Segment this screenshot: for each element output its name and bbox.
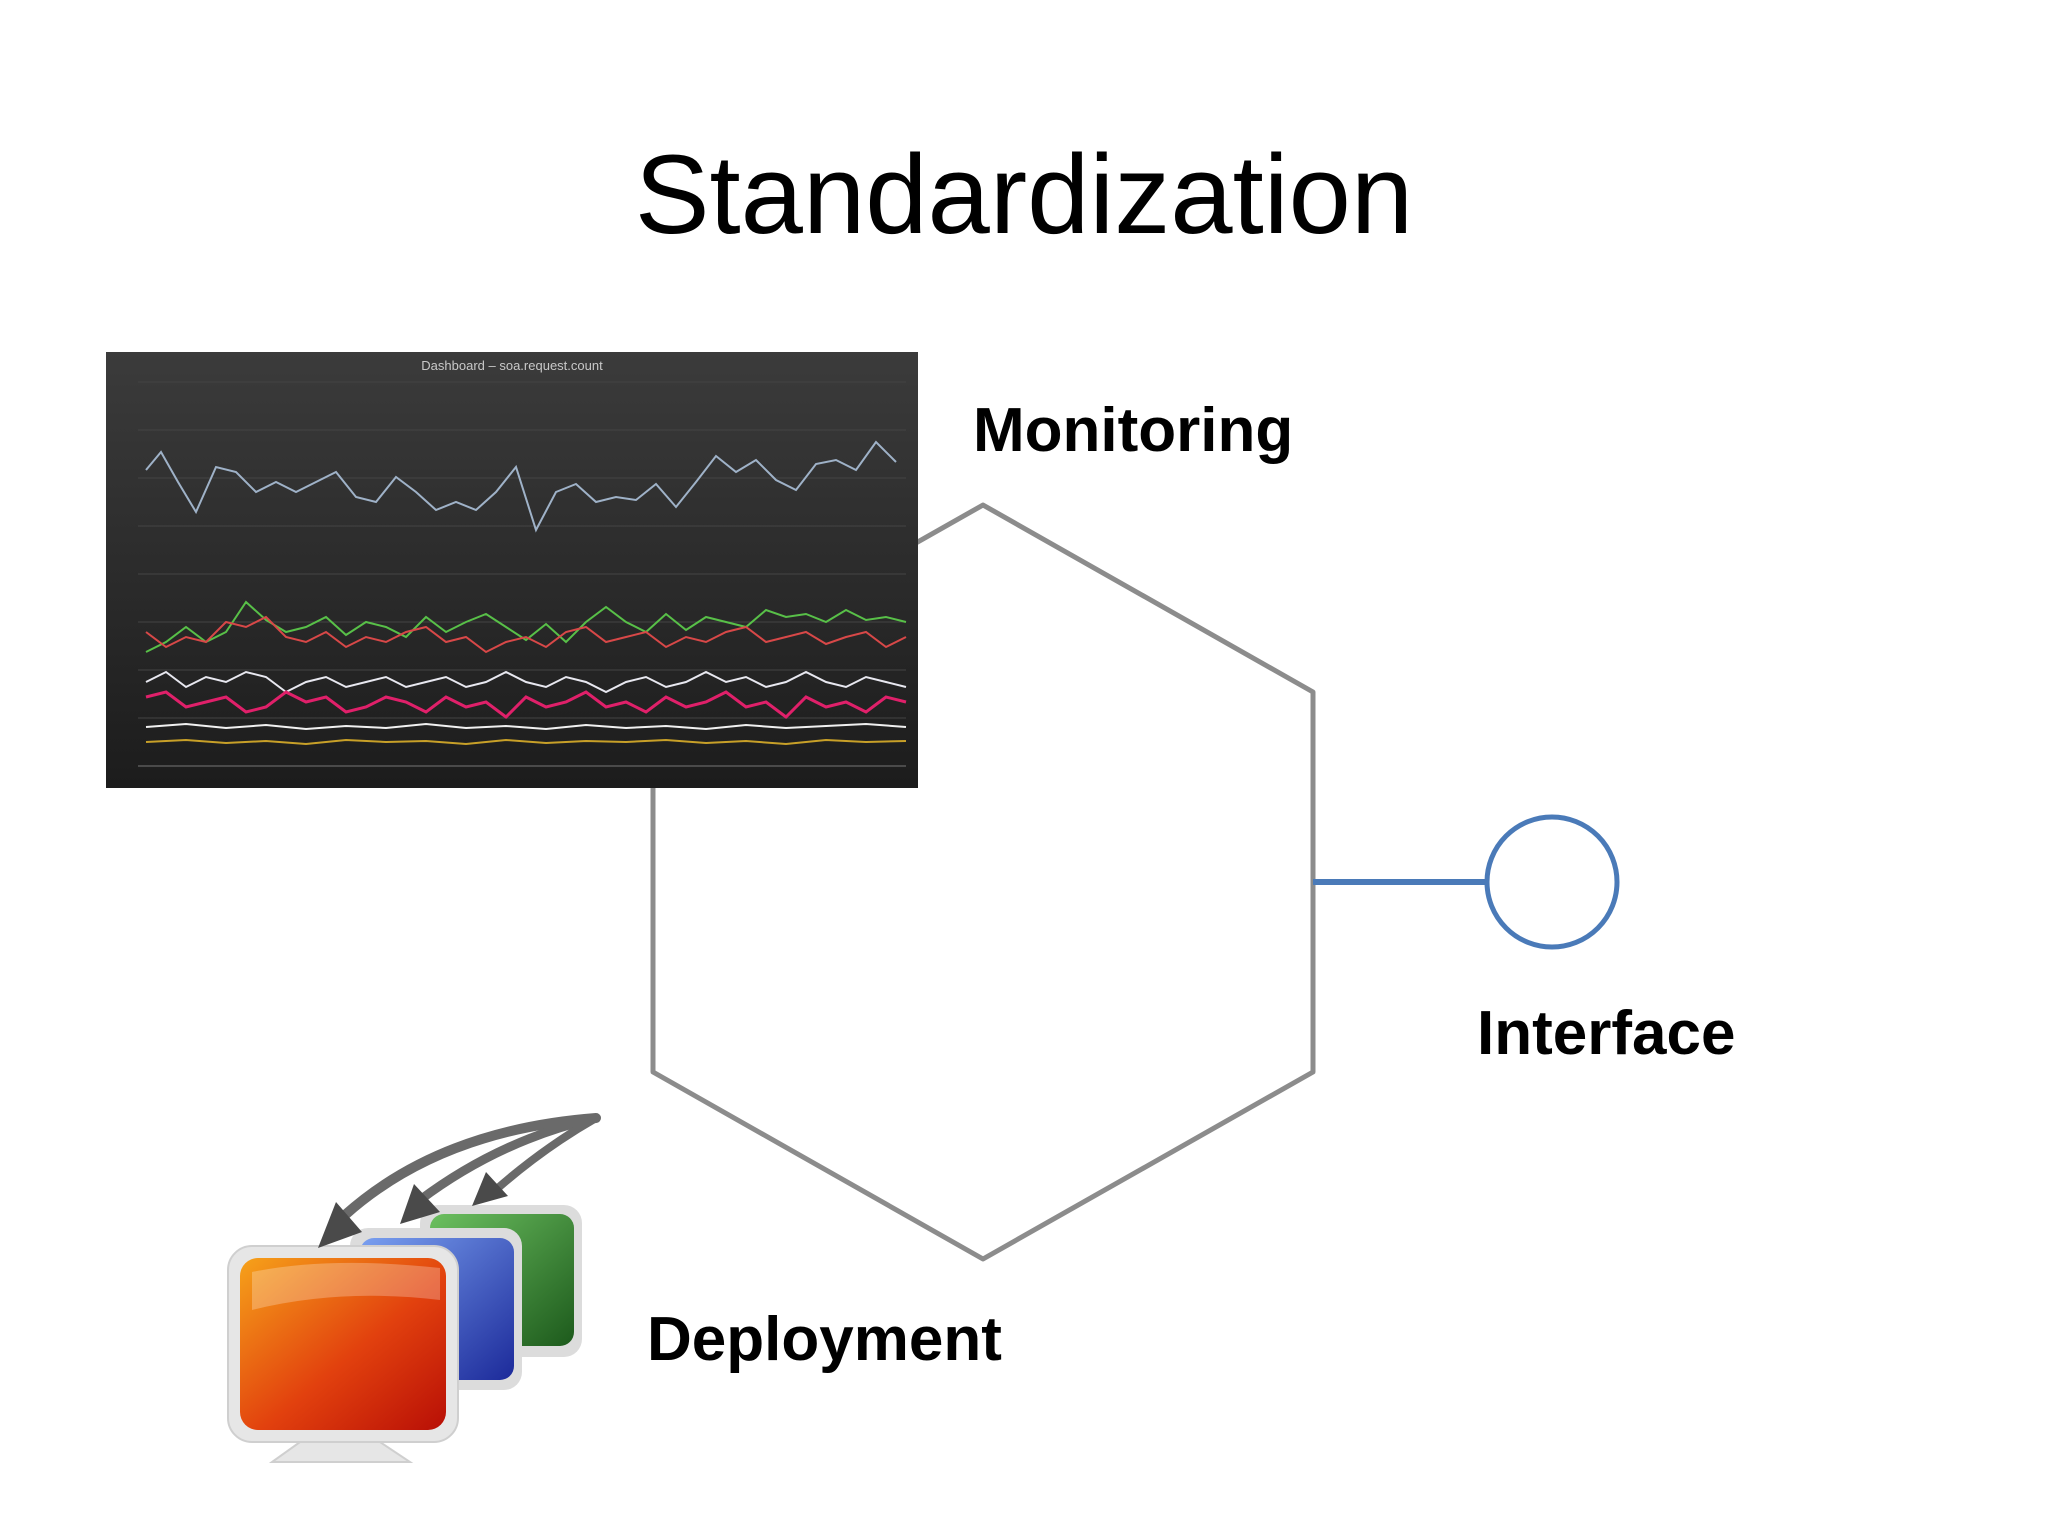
dashboard-plot [138,381,907,767]
dashboard-series-top [145,440,897,533]
deployment-arrow-icon [400,1184,440,1224]
label-monitoring: Monitoring [973,396,1294,465]
deployment-arrow-icon [318,1202,362,1248]
slide-title: Standardization [634,132,1414,257]
deployment-arrow-icon [472,1172,508,1206]
label-deployment: Deployment [647,1305,1002,1374]
dashboard-title: Dashboard – soa.request.count [421,358,603,373]
label-interface: Interface [1477,999,1736,1068]
interface-circle [1484,814,1620,950]
monitoring-dashboard: Dashboard – soa.request.count [106,352,918,788]
deployment-arrow-icon [340,1113,601,1220]
